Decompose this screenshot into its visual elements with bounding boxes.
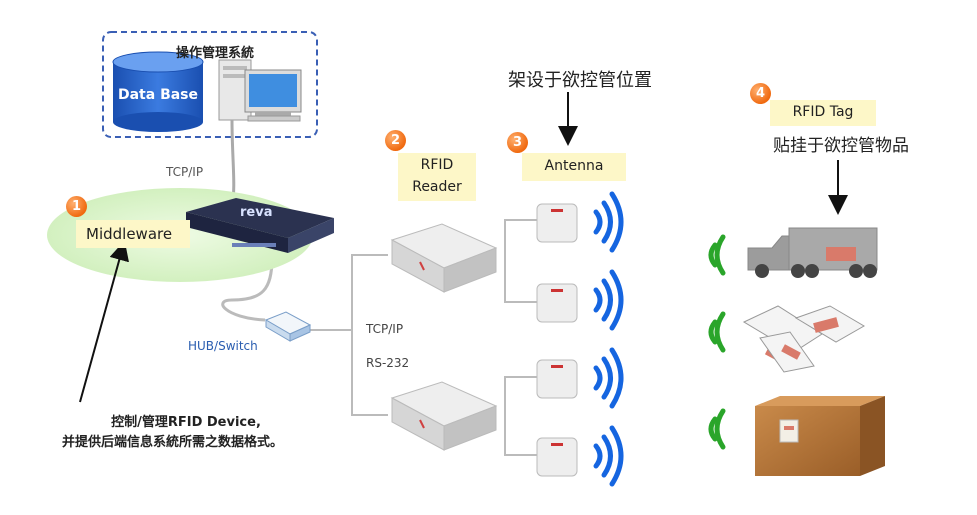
system-group-title: 操作管理系統 — [176, 46, 255, 61]
signal-wave-icon — [593, 425, 624, 487]
middleware-label-box — [76, 220, 190, 248]
database-icon — [112, 51, 204, 132]
antenna-icon — [536, 437, 578, 477]
antenna-label: Antenna — [544, 158, 604, 174]
signal-wave-icon — [593, 347, 624, 409]
cardboard-box-icon — [755, 396, 885, 476]
antenna-icon — [536, 203, 578, 243]
step-badge-1: 1 — [66, 196, 87, 217]
rfid-tag-icon — [742, 305, 865, 373]
middleware-note-line2: 并提供后端信息系統所需之数据格式。 — [62, 435, 284, 450]
middleware-arrow — [79, 240, 129, 403]
reader-conn-tcpip-label: TCP/IP — [366, 322, 404, 336]
truck-icon — [747, 227, 878, 278]
reader-conn-rs232-label: RS-232 — [366, 356, 410, 370]
system-group-border — [102, 31, 318, 138]
rfid-reader-icon — [390, 223, 498, 293]
step-badge-4: 4 — [750, 83, 771, 104]
tag-signal-icon — [708, 408, 726, 450]
reader-label-line1: RFID — [420, 157, 454, 173]
reader-label-line2: Reader — [412, 179, 462, 195]
rfid-reader-icon — [390, 381, 498, 451]
database-label: Data Base — [117, 87, 199, 103]
hub-switch-icon — [264, 311, 312, 342]
antenna-lines-top — [504, 219, 537, 303]
antenna-icon — [536, 359, 578, 399]
computer-icon — [218, 59, 302, 122]
antenna-caption: 架设于欲控管位置 — [508, 70, 652, 91]
middleware-note-line1: 控制/管理RFID Device, — [111, 415, 261, 430]
tag-label: RFID Tag — [792, 104, 854, 120]
antenna-lines-bottom — [504, 376, 537, 456]
hub-switch-label: HUB/Switch — [188, 339, 258, 353]
tag-signal-icon — [708, 311, 726, 353]
svg-text:reva: reva — [240, 205, 272, 220]
step-badge-2: 2 — [385, 130, 406, 151]
reader-lines — [310, 254, 388, 416]
step-badge-3: 3 — [507, 132, 528, 153]
signal-wave-icon — [593, 269, 624, 331]
hub-cable — [221, 257, 274, 322]
tcpip-link-label: TCP/IP — [166, 165, 204, 179]
tag-signal-icon — [708, 234, 726, 276]
tag-label-box — [770, 100, 876, 126]
middleware-server-icon: reva — [186, 198, 334, 253]
signal-wave-icon — [593, 191, 624, 253]
middleware-label: Middleware — [86, 225, 173, 243]
tag-caption: 贴挂于欲控管物品 — [773, 136, 909, 156]
antenna-icon — [536, 283, 578, 323]
antenna-label-box — [522, 153, 626, 181]
reader-label-box — [398, 153, 476, 201]
